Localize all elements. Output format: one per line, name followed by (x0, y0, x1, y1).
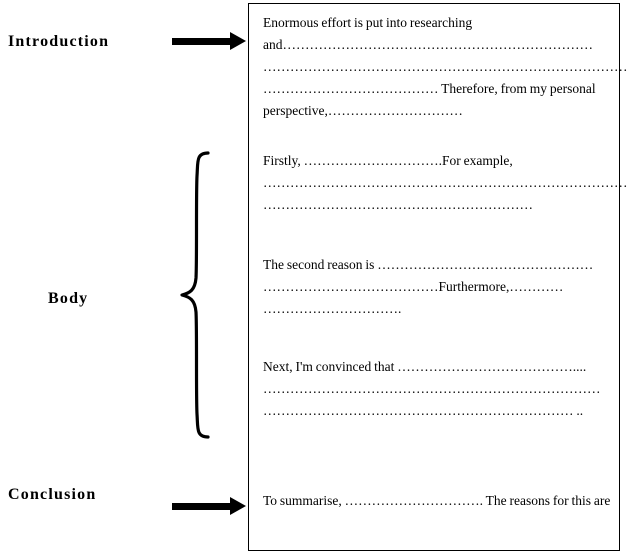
arrow-head (230, 497, 246, 515)
paragraph-introduction: Enormous effort is put into researching … (263, 15, 628, 118)
paragraph-body-next: Next, I'm convinced that …………………………………..… (263, 359, 601, 418)
arrow-head (230, 32, 246, 50)
paragraph-body-first: Firstly, ………………………….For example, …………………… (263, 153, 628, 212)
paragraph-body-second: The second reason is ………………………………………… ……… (263, 257, 594, 316)
label-conclusion: Conclusion (8, 486, 97, 503)
arrow-right-icon-conclusion (172, 497, 247, 515)
essay-text-box: Enormous effort is put into researching … (248, 3, 628, 551)
arrow-right-icon-introduction (172, 32, 247, 50)
arrow-shaft (172, 38, 232, 45)
curly-brace-icon-body (178, 150, 212, 440)
paragraph-conclusion: To summarise, …………………………. The reasons fo… (263, 493, 611, 508)
label-introduction: Introduction (8, 33, 110, 50)
arrow-shaft (172, 503, 232, 510)
label-body: Body (48, 290, 89, 307)
